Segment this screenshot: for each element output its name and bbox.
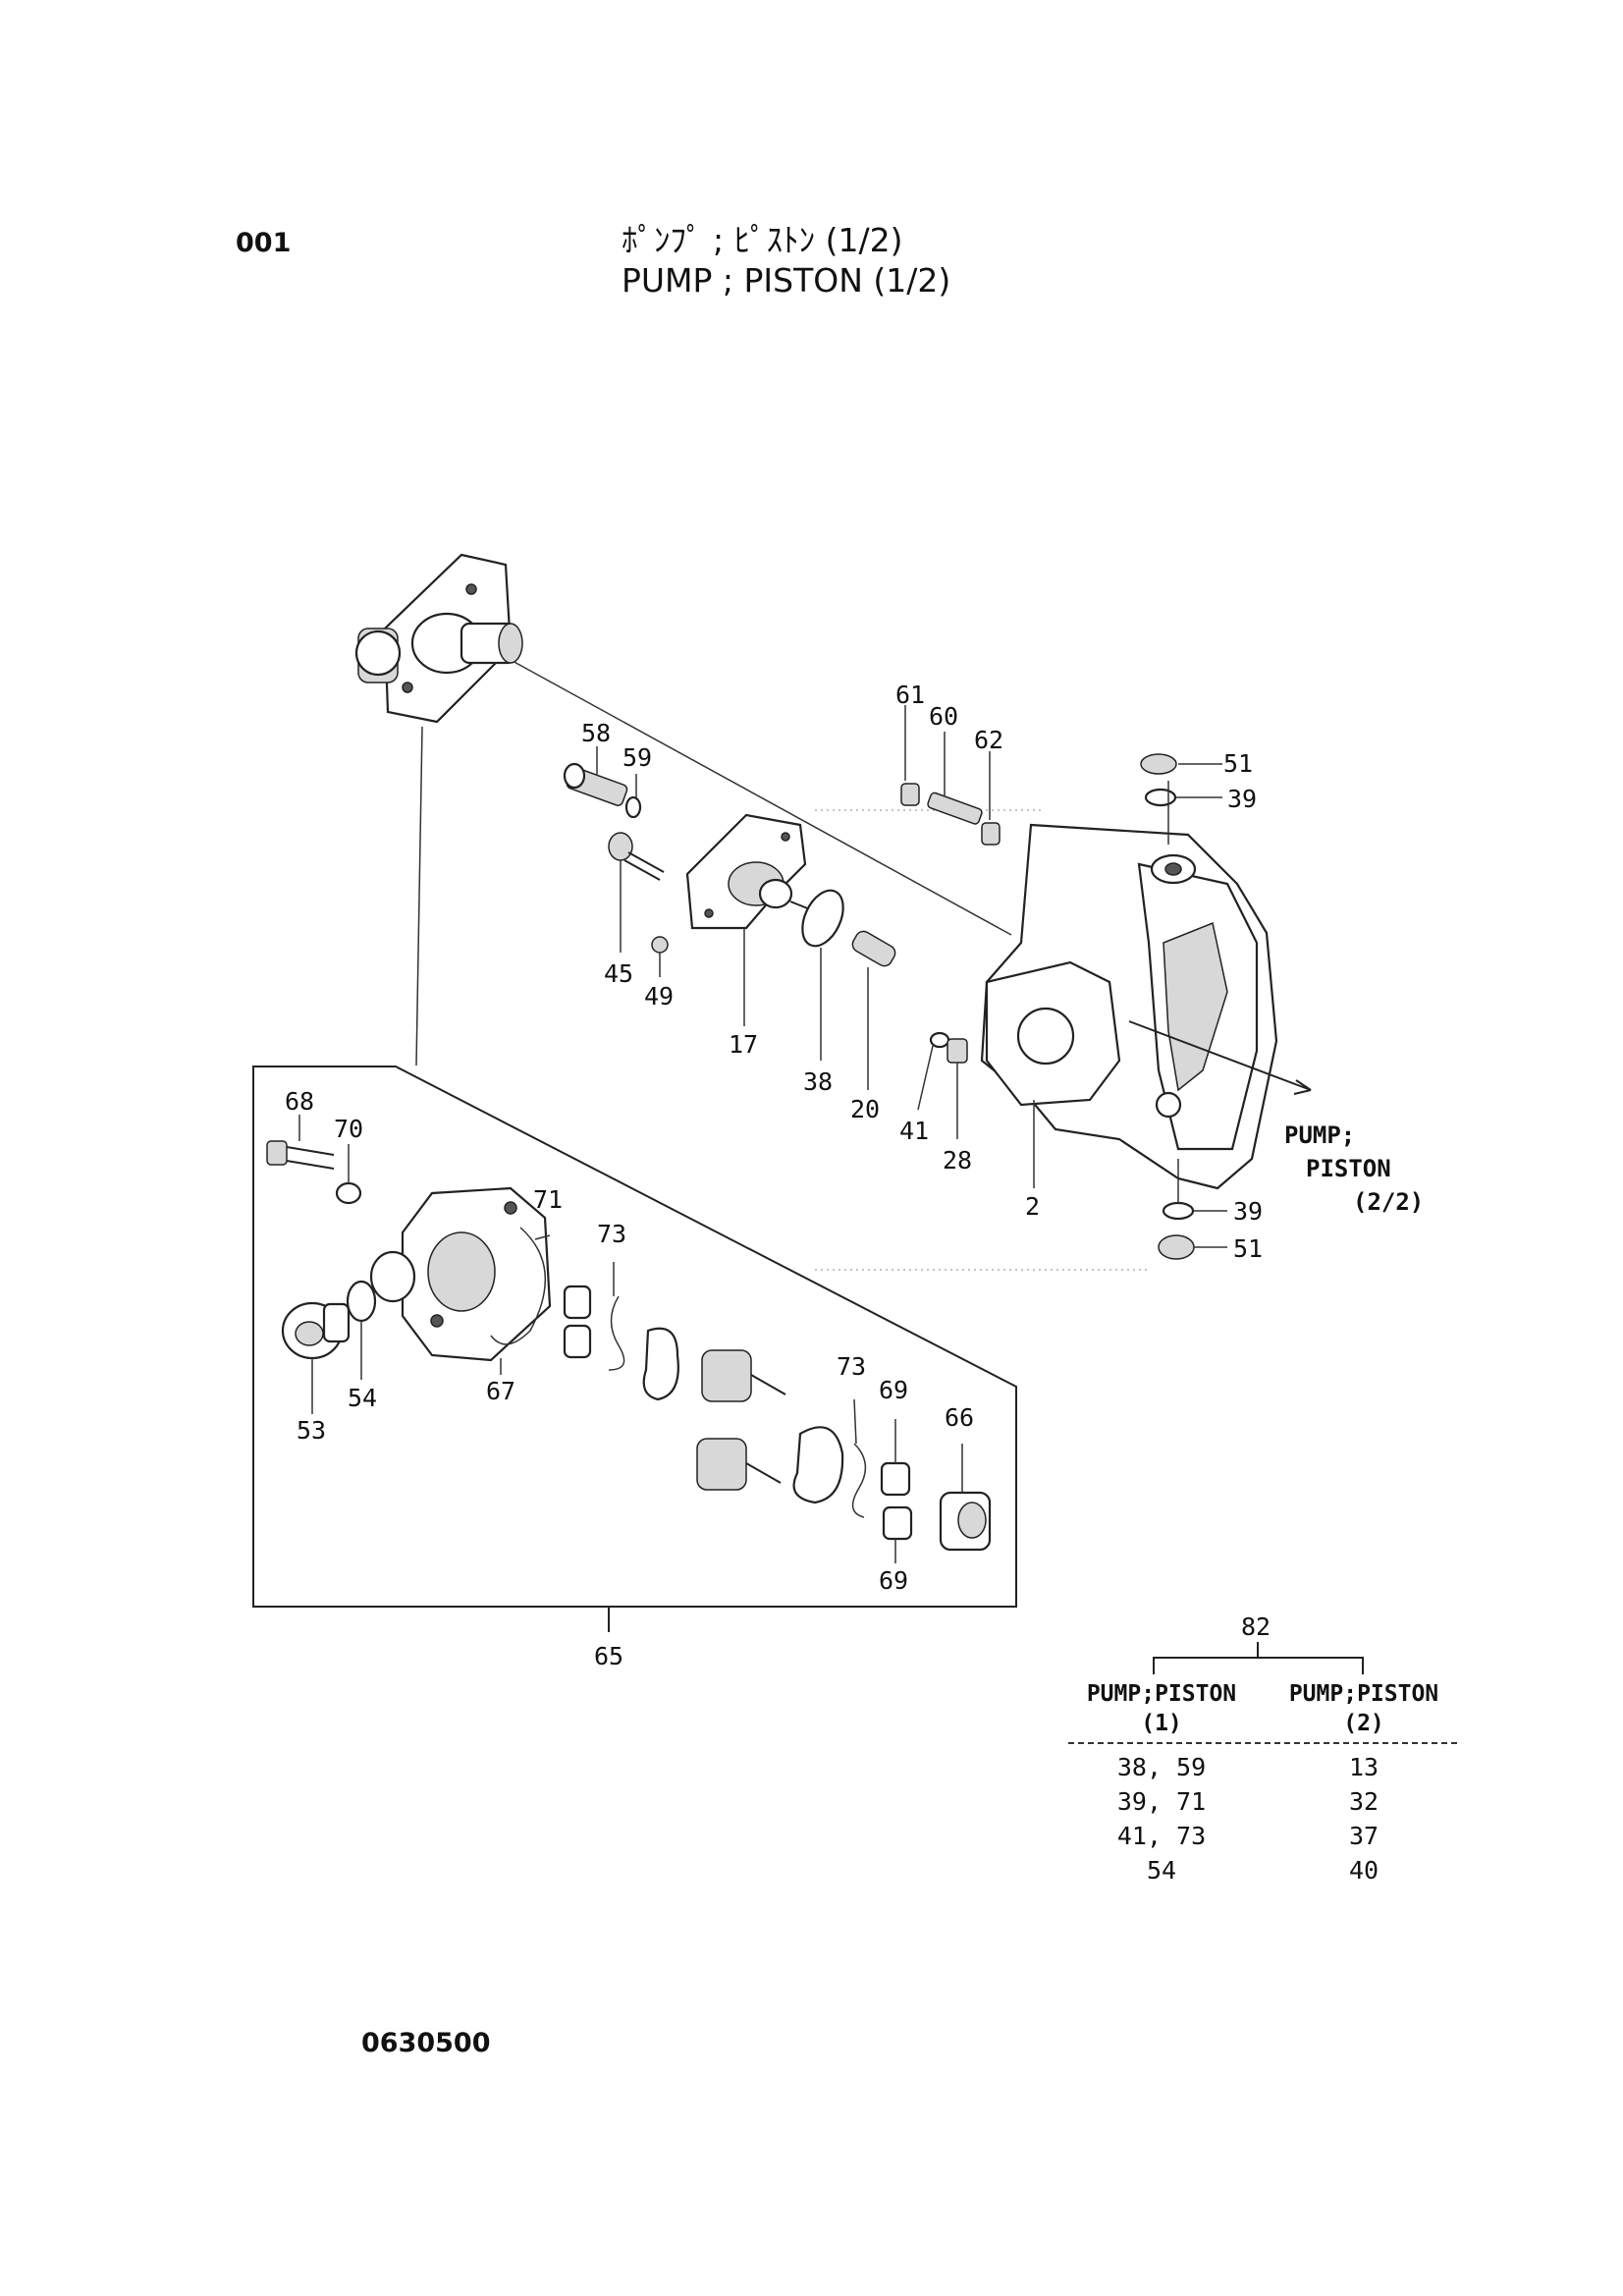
drawing-number: 0630500 <box>361 2028 491 2058</box>
callout-53: 53 <box>297 1416 326 1445</box>
reference-table: PUMP;PISTON (1) PUMP;PISTON (2) 38, 59 1… <box>1068 1679 1457 1887</box>
callout-69-lower: 69 <box>879 1566 908 1595</box>
table-row: 41, 73 37 <box>1068 1819 1457 1853</box>
o-ring-part-39-top <box>1144 788 1177 807</box>
driven-gear-lower <box>696 1438 782 1491</box>
clip-part-73-right <box>851 1443 867 1518</box>
o-ring-part-39-bottom <box>1162 1201 1195 1221</box>
bushing-lower-left <box>563 1324 592 1359</box>
table-cell: 54 <box>1146 1856 1177 1885</box>
callout-2: 2 <box>1025 1192 1040 1221</box>
plug-part-28 <box>947 1038 968 1064</box>
reference-header-col-2: PUMP;PISTON (2) <box>1288 1681 1439 1736</box>
callout-51-bottom: 51 <box>1233 1234 1263 1263</box>
coupling-part-66 <box>939 1491 992 1552</box>
pump-casing-part-2 <box>980 823 1312 1190</box>
continuation-note-line-3: (2/2) <box>1353 1188 1424 1216</box>
callout-82: 82 <box>1241 1613 1271 1641</box>
sheet-number: 001 <box>236 228 292 258</box>
callout-58: 58 <box>581 719 611 747</box>
callout-71: 71 <box>533 1185 563 1214</box>
callout-39-top: 39 <box>1227 785 1257 813</box>
nut-part-61 <box>900 783 920 806</box>
gear-pump-kit-frame <box>252 1066 1017 1608</box>
reference-table-header: PUMP;PISTON (1) PUMP;PISTON (2) <box>1068 1679 1457 1738</box>
callout-41: 41 <box>899 1117 929 1145</box>
callout-73-right: 73 <box>837 1352 866 1381</box>
bolt-part-45 <box>608 832 665 881</box>
o-ring-part-59 <box>624 795 642 819</box>
table-cell: 38, 59 <box>1116 1753 1207 1781</box>
plug-part-51-bottom <box>1158 1234 1195 1260</box>
callout-70: 70 <box>334 1115 363 1143</box>
callout-62: 62 <box>974 726 1003 754</box>
plate-right <box>792 1426 844 1504</box>
callout-73-left: 73 <box>597 1220 626 1248</box>
screw-part-60 <box>927 792 983 825</box>
table-row: 38, 59 13 <box>1068 1750 1457 1784</box>
plate-left <box>642 1327 679 1401</box>
plug-part-58 <box>563 762 628 806</box>
table-cell: 13 <box>1348 1753 1380 1781</box>
callout-leader-lines <box>298 705 1227 1563</box>
table-cell: 41, 73 <box>1116 1822 1207 1850</box>
clip-part-73-left <box>608 1295 625 1371</box>
callout-66: 66 <box>945 1403 974 1432</box>
callout-51-top: 51 <box>1223 749 1253 778</box>
callout-59: 59 <box>622 743 652 772</box>
plug-part-20 <box>851 930 896 967</box>
plug-part-49 <box>651 936 669 954</box>
table-cell: 40 <box>1348 1856 1380 1885</box>
page-title-english: PUMP ; PISTON (1/2) <box>622 261 951 300</box>
guide-line-shaft <box>510 659 1012 936</box>
reference-header-col-1: PUMP;PISTON (1) <box>1086 1681 1237 1736</box>
table-cell: 39, 71 <box>1116 1787 1207 1816</box>
table-cell: 32 <box>1348 1787 1380 1816</box>
bushing-part-69-upper <box>880 1461 911 1497</box>
callout-69-upper: 69 <box>879 1376 908 1404</box>
reference-table-divider <box>1068 1742 1457 1744</box>
page-title-japanese: ﾎﾟﾝﾌﾟ ; ﾋﾟｽﾄﾝ (1/2) <box>622 221 903 259</box>
callout-61: 61 <box>895 681 925 709</box>
callout-39-bottom: 39 <box>1233 1197 1263 1226</box>
callout-49: 49 <box>644 982 674 1011</box>
table-row: 54 40 <box>1068 1853 1457 1887</box>
washer-part-70 <box>335 1181 362 1205</box>
bushing-part-69-lower <box>882 1505 913 1541</box>
reference-bracket-82 <box>1153 1657 1364 1674</box>
callout-54: 54 <box>348 1384 377 1412</box>
o-ring-part-41 <box>929 1031 950 1049</box>
callout-17: 17 <box>729 1030 758 1059</box>
callout-67: 67 <box>486 1377 515 1405</box>
callout-65: 65 <box>594 1642 623 1670</box>
gear-pump-housing-top <box>354 553 523 724</box>
guide-line-vertical <box>415 726 423 1066</box>
gear-pump-cover-part-67 <box>369 1186 552 1362</box>
nut-part-62 <box>981 822 1001 846</box>
table-row: 39, 71 32 <box>1068 1784 1457 1819</box>
plug-part-53 <box>281 1301 351 1360</box>
o-ring-part-38 <box>801 889 844 948</box>
callout-45: 45 <box>604 959 633 988</box>
callout-28: 28 <box>943 1146 972 1175</box>
bolt-part-68 <box>266 1140 335 1170</box>
drive-gear-upper <box>701 1349 786 1402</box>
callout-20: 20 <box>850 1095 880 1123</box>
regulator-part-17 <box>685 813 816 930</box>
callout-38: 38 <box>803 1067 833 1096</box>
continuation-note-line-1: PUMP; <box>1284 1121 1355 1149</box>
callout-60: 60 <box>929 702 958 731</box>
table-cell: 37 <box>1348 1822 1380 1850</box>
o-ring-part-54 <box>346 1280 377 1323</box>
plug-part-51-top <box>1140 753 1177 775</box>
callout-68: 68 <box>285 1087 314 1116</box>
continuation-note-line-2: PISTON <box>1306 1155 1391 1182</box>
seal-part-71 <box>490 1227 547 1345</box>
bushing-upper-left <box>563 1285 592 1320</box>
